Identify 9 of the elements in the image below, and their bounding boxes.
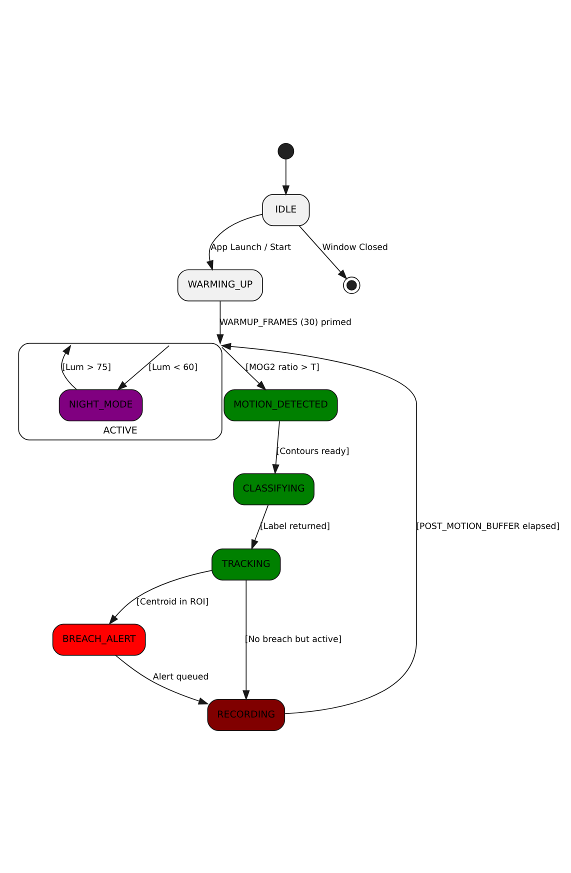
edge-label: [Contours ready] (276, 446, 350, 456)
edge-label: [Lum > 75] (62, 362, 112, 372)
edge-label: [Label returned] (260, 522, 330, 532)
edge-label: [MOG2 ratio > T] (246, 362, 320, 372)
edge-label: App Launch / Start (210, 242, 292, 252)
edge-label: Alert queued (152, 672, 209, 682)
edge-label: Window Closed (322, 242, 388, 252)
edge-label: [Centroid in ROI] (136, 596, 209, 607)
edge-label: [Lum < 60] (148, 362, 198, 372)
